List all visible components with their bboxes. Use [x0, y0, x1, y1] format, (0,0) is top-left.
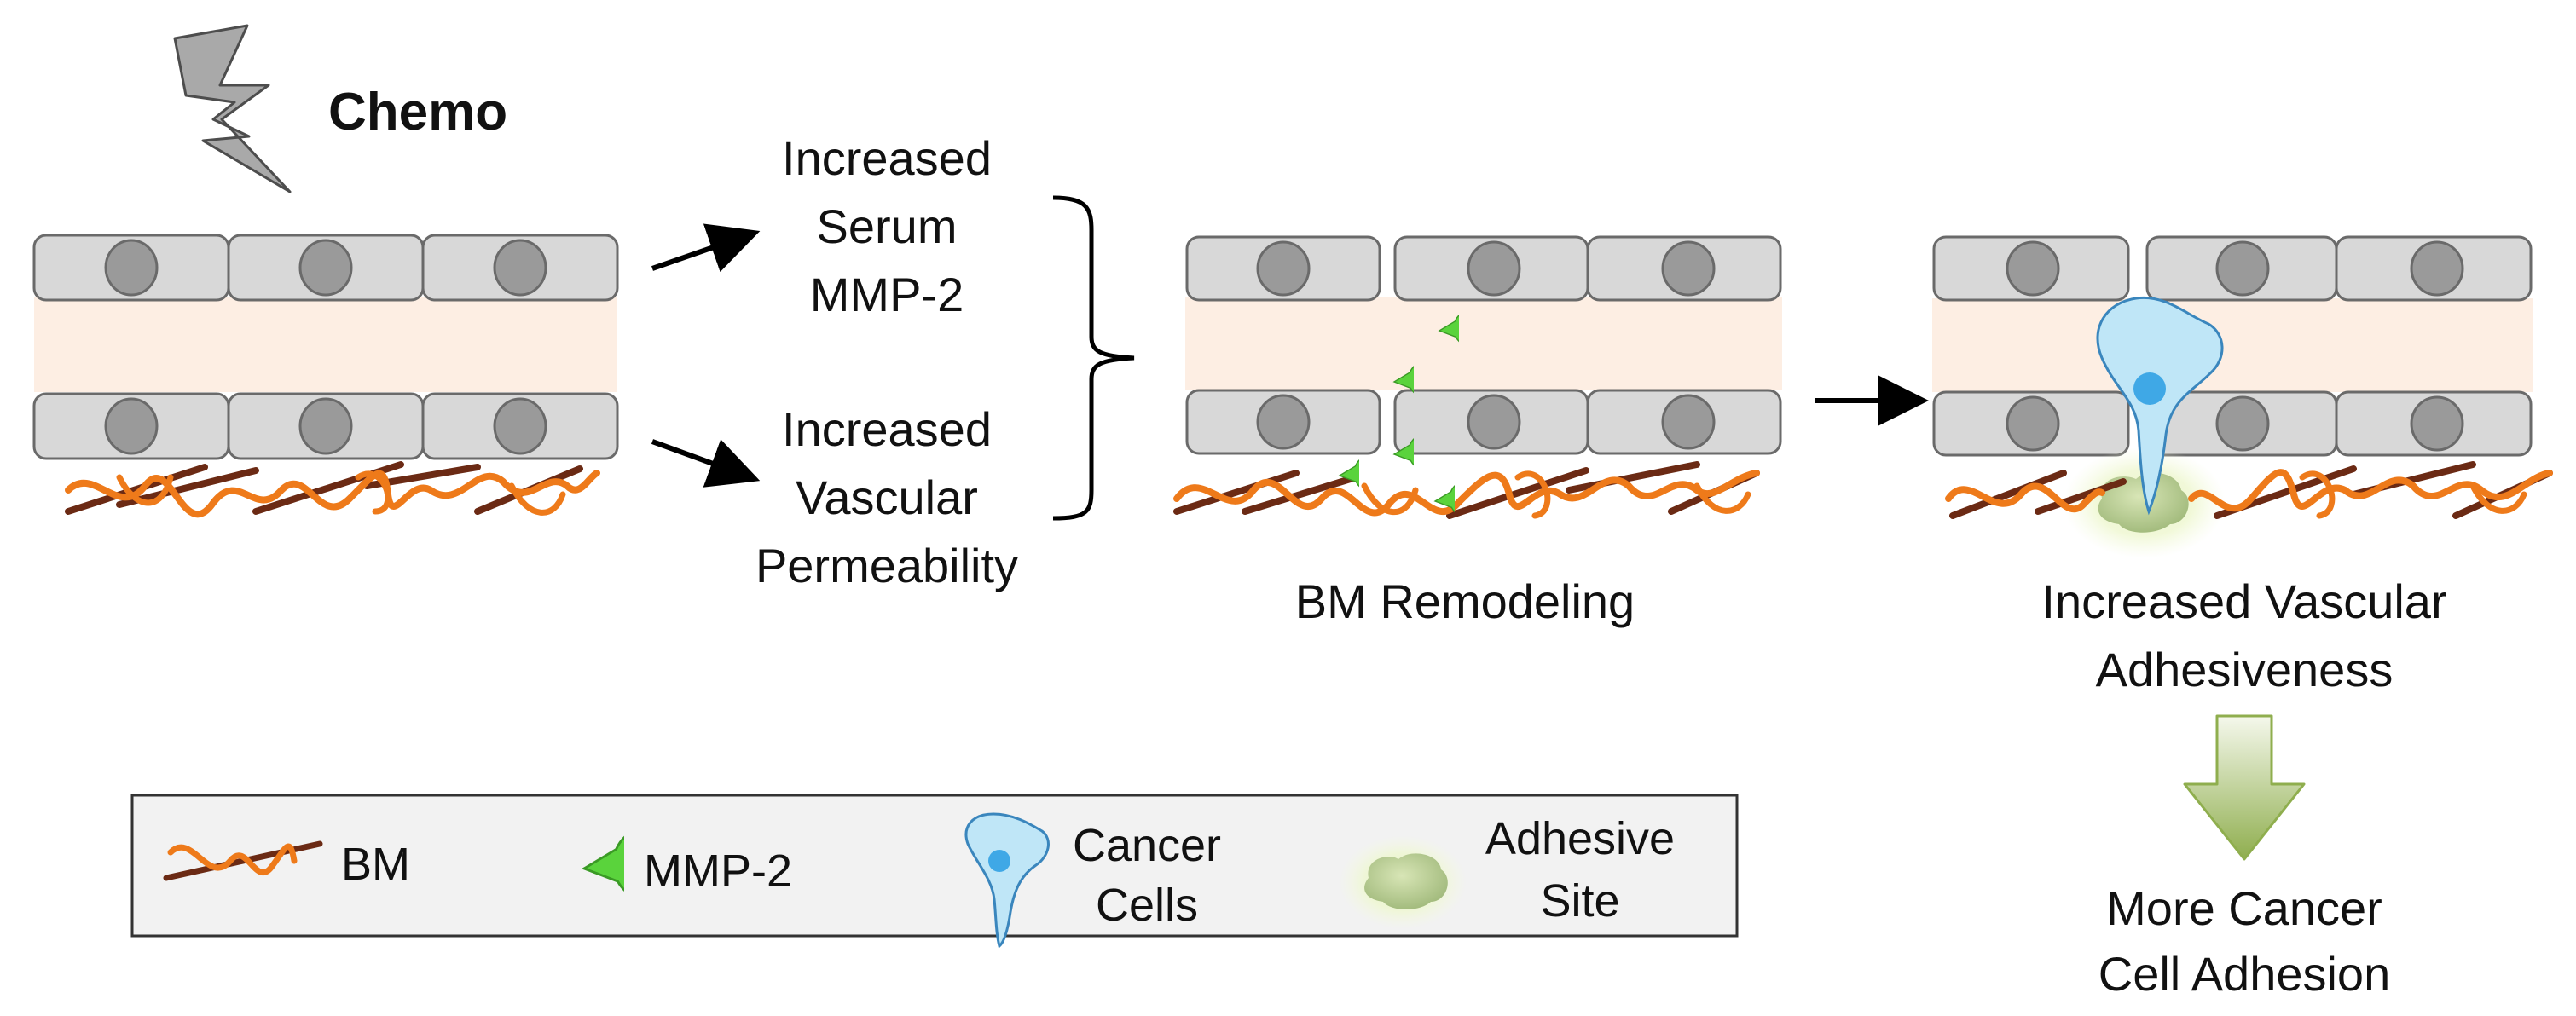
vessel-lumen [34, 297, 617, 392]
chemo-label: Chemo [328, 83, 507, 141]
legend-cancer-label-1: Cancer [1073, 820, 1221, 871]
svg-text:Permeability: Permeability [755, 539, 1018, 592]
endothelial-row-bottom [1185, 389, 1782, 455]
svg-text:MMP-2: MMP-2 [810, 268, 964, 321]
vessel-bm-remodeling [1173, 235, 1782, 519]
vessel-lumen [1185, 297, 1782, 390]
increased-adhesiveness-label: Increased Vascular Adhesiveness [2041, 574, 2446, 696]
nucleus [104, 397, 159, 455]
endothelial-row-top [1185, 235, 1782, 302]
legend-site-label-2: Site [1540, 875, 1619, 927]
cancer-cell [2096, 296, 2224, 516]
nucleus [493, 397, 547, 455]
basement-membrane [1945, 461, 2553, 519]
increased-permeability-label: Increased Vascular Permeability [755, 402, 1018, 592]
svg-text:Vascular: Vascular [796, 470, 978, 524]
svg-text:Increased: Increased [782, 402, 992, 456]
nucleus [2215, 240, 2270, 297]
bm-remodeling-label: BM Remodeling [1295, 574, 1635, 628]
svg-text:Increased Vascular: Increased Vascular [2041, 574, 2446, 628]
vessel-lumen [1932, 298, 2533, 392]
lightning-bolt-icon [173, 24, 292, 193]
nucleus [2006, 240, 2060, 297]
endothelial-row-bottom [32, 392, 619, 460]
svg-text:More Cancer: More Cancer [2106, 881, 2382, 935]
basement-membrane [1173, 461, 1760, 519]
nucleus [298, 239, 353, 297]
nucleus [2410, 395, 2464, 452]
vessel-normal [32, 234, 619, 518]
legend-site-label-1: Adhesive [1485, 813, 1675, 864]
down-arrow [2183, 714, 2306, 861]
nucleus [298, 397, 353, 455]
nucleus [1256, 394, 1311, 450]
nucleus [1467, 240, 1521, 297]
nucleus [1467, 394, 1521, 450]
svg-text:Serum: Serum [817, 199, 958, 253]
endothelial-row-bottom [1932, 390, 2533, 457]
arrow-to-serum [651, 223, 761, 273]
legend: BM MMP-2 Cancer Cells Adhesive Site [130, 794, 1739, 949]
basement-membrane [65, 461, 600, 518]
legend-bm-icon [163, 840, 323, 881]
endothelial-row-top [1932, 235, 2533, 302]
increased-serum-mmp2-label: Increased Serum MMP-2 [782, 131, 992, 321]
endothelial-row-top [32, 234, 619, 302]
legend-bm-label: BM [341, 839, 410, 890]
legend-mmp2-label: MMP-2 [644, 846, 792, 897]
nucleus [1661, 240, 1716, 297]
vessel-adhesive [1932, 235, 2553, 558]
nucleus [104, 239, 159, 297]
more-cancer-adhesion-label: More Cancer Cell Adhesion [2098, 881, 2390, 1001]
legend-cancer-cell-icon [964, 812, 1050, 949]
nucleus [2006, 395, 2060, 452]
cancer-cell-nucleus [2133, 372, 2166, 405]
nucleus [2410, 240, 2464, 297]
svg-text:Cell Adhesion: Cell Adhesion [2098, 947, 2390, 1001]
nucleus [2215, 395, 2270, 452]
curly-brace [1052, 195, 1135, 521]
nucleus [493, 239, 547, 297]
arrow-to-permeability [651, 439, 761, 488]
legend-adhesive-site-icon [1339, 835, 1467, 929]
legend-cancer-label-2: Cells [1096, 880, 1198, 931]
svg-text:Increased: Increased [782, 131, 992, 185]
adhesive-site [2064, 447, 2226, 558]
nucleus [1256, 240, 1311, 297]
nucleus [1661, 394, 1716, 450]
svg-text:Adhesiveness: Adhesiveness [2096, 643, 2394, 696]
legend-box [130, 794, 1739, 938]
